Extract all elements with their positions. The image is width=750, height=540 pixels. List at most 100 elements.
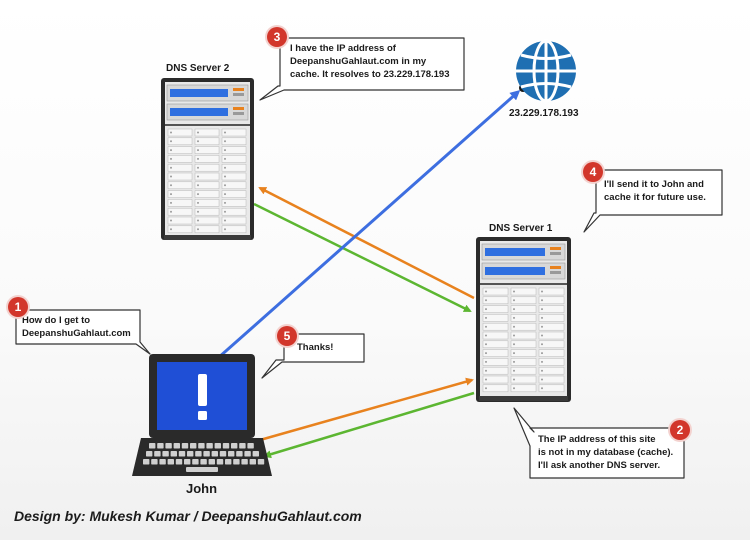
drive-led: [224, 201, 226, 204]
drive-bay: [510, 375, 537, 384]
drive-bay: [510, 331, 537, 340]
drive-led: [485, 308, 487, 311]
drive-led: [170, 157, 172, 160]
drive-bay: [167, 207, 193, 216]
drive-led: [170, 131, 172, 134]
drive-bay: [510, 296, 537, 305]
drive-led: [513, 334, 515, 337]
arrow-dns1-to-dns2-request: [258, 186, 475, 300]
keyboard-key: [228, 451, 235, 457]
drive-bay: [194, 216, 220, 225]
drive-led: [541, 316, 543, 319]
drive-bay: [221, 137, 247, 146]
drive-bay: [538, 287, 565, 296]
drive-bay: [194, 146, 220, 154]
globe-icon: [516, 39, 576, 103]
arrow-dns1-to-laptop-response: [263, 391, 475, 459]
speech-bubble-3: [259, 37, 465, 101]
drive-bay: [194, 155, 220, 163]
drive-bay: [221, 181, 247, 190]
keyboard-key: [159, 459, 166, 465]
keyboard-key: [222, 443, 230, 449]
speech-bubble-1: [15, 309, 151, 355]
drive-bay: [167, 146, 193, 154]
drive-bay: [194, 190, 220, 198]
drive-led: [485, 343, 487, 346]
drive-bay: [167, 128, 193, 137]
drive-bay: [482, 375, 509, 384]
keyboard-key: [214, 443, 221, 449]
drive-bay: [194, 172, 220, 181]
drive-bay: [167, 163, 193, 172]
drive-led: [485, 352, 487, 355]
dns-server-1-label: DNS Server 1: [489, 223, 553, 234]
drive-bay: [538, 340, 565, 349]
drive-bay: [538, 331, 565, 340]
keyboard-key: [239, 443, 246, 449]
drive-bay: [167, 155, 193, 163]
drive-led: [197, 140, 199, 143]
drive-led: [170, 166, 172, 169]
drive-bay: [538, 384, 565, 393]
drive-led: [224, 228, 226, 231]
drive-led: [513, 352, 515, 355]
drive-bay: [510, 384, 537, 393]
drive-led: [513, 360, 515, 363]
arrow-laptop-to-website: [217, 90, 521, 360]
drive-bay: [482, 384, 509, 393]
drive-led: [485, 325, 487, 328]
drive-led: [513, 299, 515, 302]
drive-bay: [482, 314, 509, 322]
keyboard-key: [219, 451, 227, 457]
drive-led: [197, 219, 199, 222]
drive-bay: [167, 190, 193, 198]
drive-led: [197, 184, 199, 187]
drive-led: [170, 193, 172, 196]
drive-bay: [538, 296, 565, 305]
drive-led: [170, 219, 172, 222]
drive-bay: [510, 366, 537, 375]
drive-bay: [510, 340, 537, 349]
drive-led: [224, 184, 226, 187]
drive-led: [541, 290, 543, 293]
keyboard-key: [151, 459, 158, 465]
step-2-badge: 2: [670, 420, 690, 440]
drive-led: [541, 308, 543, 311]
keyboard-key: [216, 459, 224, 465]
drive-led: [197, 131, 199, 134]
drive-bay: [194, 225, 220, 234]
keyboard-key: [231, 443, 238, 449]
drive-bay: [482, 331, 509, 340]
drive-bay: [482, 305, 509, 313]
drive-led: [197, 149, 199, 152]
keyboard-key: [233, 459, 240, 465]
drive-bay: [221, 128, 247, 137]
drive-bay: [221, 155, 247, 163]
drive-led: [197, 201, 199, 204]
drive-led: [224, 157, 226, 160]
speech-bubble-4: [583, 169, 723, 233]
keyboard-key: [165, 443, 172, 449]
drive-bay: [194, 163, 220, 172]
drive-bay: [167, 137, 193, 146]
drive-bay: [221, 199, 247, 207]
drive-bay: [538, 349, 565, 357]
drive-bay: [221, 207, 247, 216]
drive-bay: [167, 216, 193, 225]
drive-bay: [221, 163, 247, 172]
drive-led: [485, 369, 487, 372]
step-3-badge: 3: [267, 27, 287, 47]
drive-led: [197, 228, 199, 231]
drive-led: [170, 184, 172, 187]
drive-led: [224, 131, 226, 134]
drive-led: [541, 378, 543, 381]
drive-led: [197, 210, 199, 213]
drive-led: [224, 175, 226, 178]
drive-bay: [221, 146, 247, 154]
keyboard-key: [190, 443, 197, 449]
drive-led: [513, 378, 515, 381]
keyboard-key: [252, 451, 259, 457]
keyboard-key: [143, 459, 150, 465]
drive-led: [513, 290, 515, 293]
drive-led: [485, 378, 487, 381]
